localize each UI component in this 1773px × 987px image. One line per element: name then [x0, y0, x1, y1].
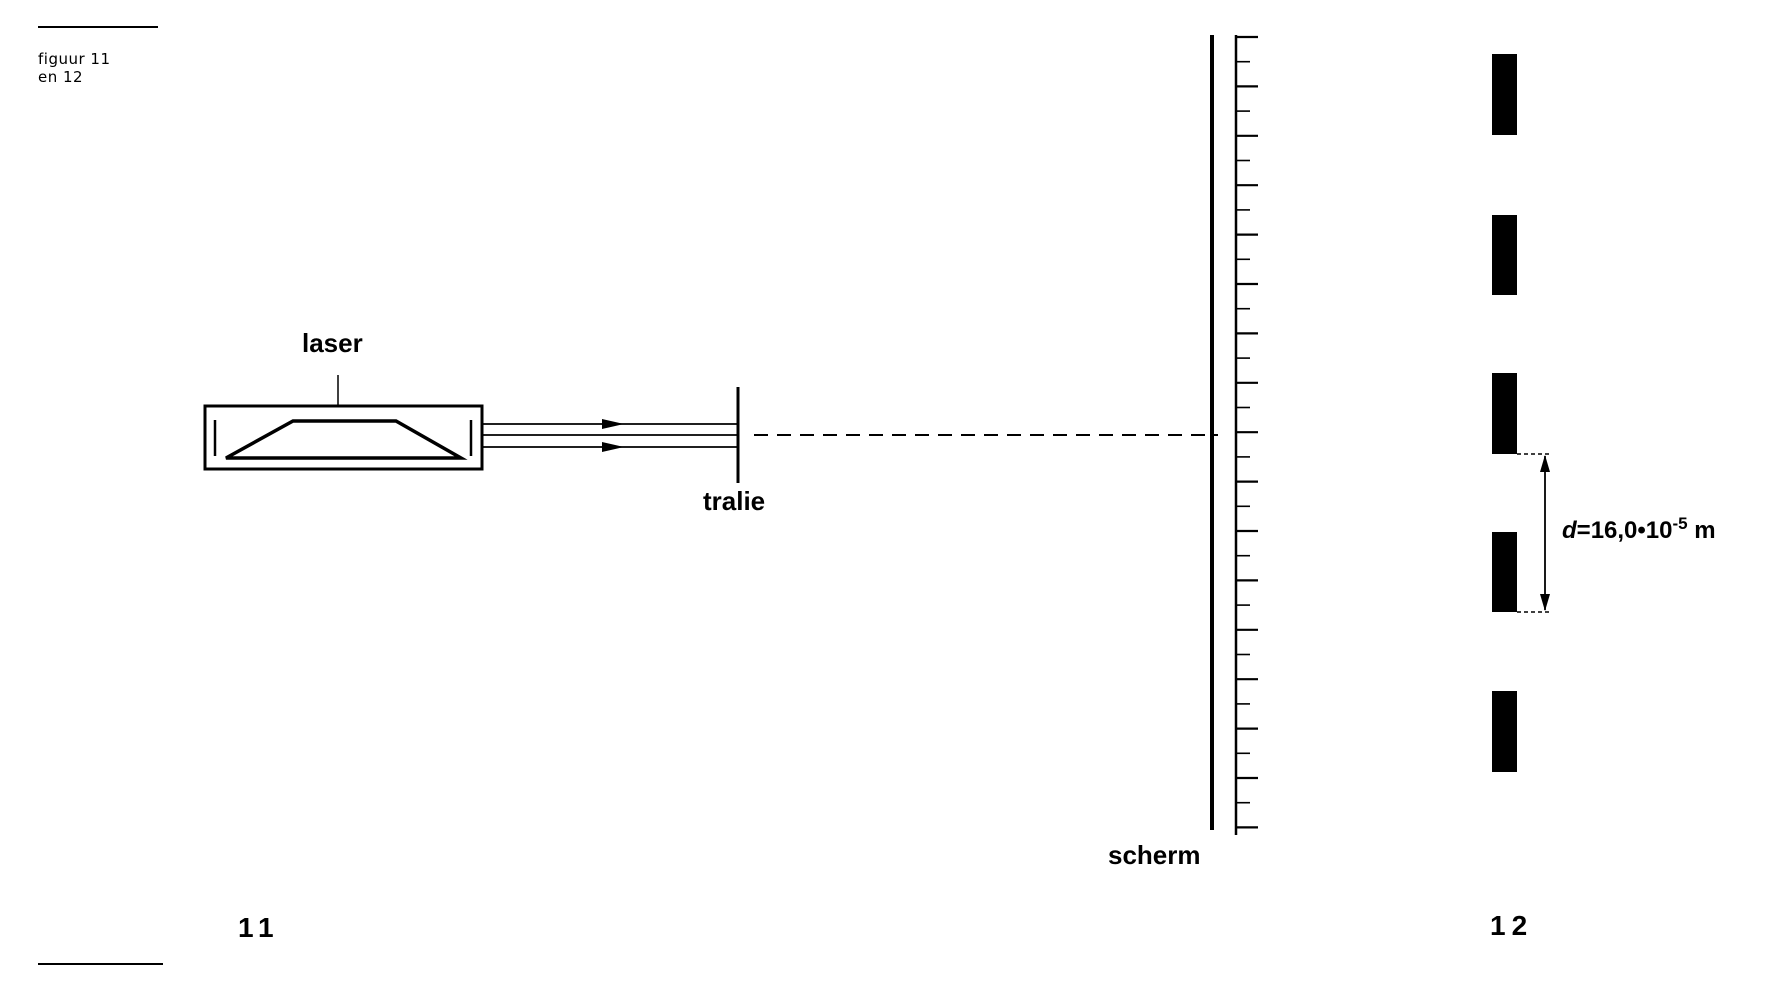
dimension-d [1517, 453, 1552, 613]
slit-bar [1492, 215, 1517, 295]
scale-ticks [1236, 35, 1258, 829]
slit-bar [1492, 373, 1517, 454]
figure-number-12: 12 [1490, 910, 1534, 941]
laser-housing [203, 404, 484, 471]
beam-arrow-bottom [602, 442, 624, 452]
dimension-arrowhead-bottom [1540, 594, 1550, 611]
dimension-arrowhead-top [1540, 455, 1550, 472]
slit-bar [1492, 691, 1517, 772]
laser [203, 375, 484, 471]
laser-tube [225, 419, 468, 460]
figure-number-11: 11 [238, 912, 280, 943]
distance-unit: m [1687, 517, 1716, 544]
screen-label: scherm [1108, 840, 1201, 870]
grating-label: tralie [703, 486, 766, 516]
slit-bar [1492, 54, 1517, 135]
slit-bar [1492, 532, 1517, 612]
distance-label: d=16,0•10-5 m [1562, 514, 1716, 545]
distance-symbol: d [1562, 517, 1577, 544]
slit-pattern [1492, 54, 1517, 772]
distance-value: =16,0•10 [1576, 517, 1673, 544]
laser-beams [482, 419, 738, 452]
figure-caption: figuur 11 en 12 [38, 50, 111, 86]
laser-label: laser [302, 328, 363, 358]
beam-arrow-top [602, 419, 624, 429]
screen [1210, 35, 1258, 835]
caption-line-1: figuur 11 [38, 50, 111, 68]
caption-line-2: en 12 [38, 68, 84, 86]
distance-exponent: -5 [1672, 514, 1688, 533]
